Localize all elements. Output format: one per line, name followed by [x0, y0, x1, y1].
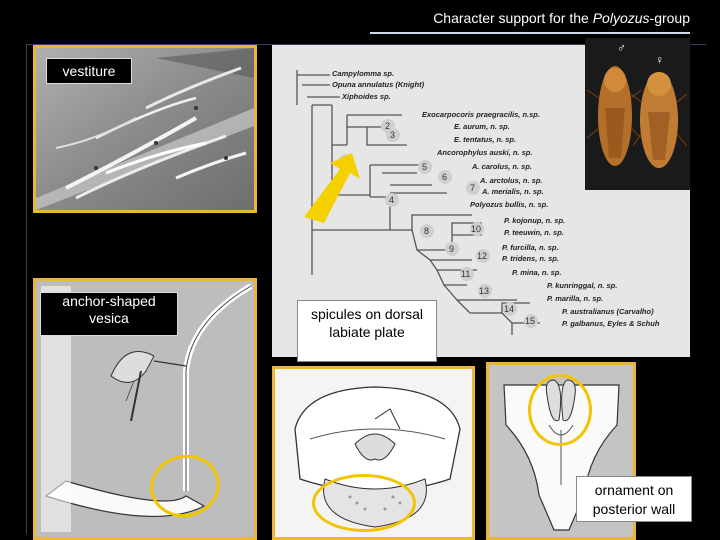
taxon-label: E. tentatus, n. sp. — [454, 135, 516, 144]
title-suffix: -group — [649, 10, 690, 26]
vestiture-panel — [33, 45, 257, 213]
taxon-label: Polyozus bullis, n. sp. — [470, 200, 548, 209]
taxon-label: P. tridens, n. sp. — [502, 254, 559, 263]
node-number: 9 — [449, 244, 454, 254]
node-number: 5 — [422, 162, 427, 172]
vestiture-sem-image — [36, 48, 254, 210]
taxon-label: P. furcilla, n. sp. — [502, 243, 559, 252]
taxon-label: A. arctolus, n. sp. — [479, 176, 543, 185]
title-underline — [370, 32, 690, 34]
taxon-label: P. teeuwin, n. sp. — [504, 228, 564, 237]
frame-line-horizontal — [26, 44, 706, 45]
node-number: 3 — [390, 130, 395, 140]
taxon-label: Exocarpocoris praegracilis, n.sp. — [422, 110, 540, 119]
taxon-label: Campylomma sp. — [332, 69, 394, 78]
taxon-label: P. kojonup, n. sp. — [504, 216, 565, 225]
vesica-label: anchor-shaped vesica — [40, 292, 178, 336]
ornament-label: ornament on posterior wall — [576, 476, 692, 522]
male-symbol: ♂ — [617, 41, 626, 55]
vestiture-label: vestiture — [46, 58, 132, 84]
mirid-bugs-image: ♂ ♀ — [585, 38, 690, 190]
slide-title: Character support for the Polyozus-group — [433, 10, 690, 26]
title-genus: Polyozus — [592, 10, 650, 26]
node-number: 12 — [477, 251, 487, 261]
yellow-arrow — [304, 153, 360, 223]
taxon-label: P. mina, n. sp. — [512, 268, 561, 277]
taxon-label: P. australianus (Carvalho) — [562, 307, 654, 316]
node-number: 2 — [385, 121, 390, 131]
female-symbol: ♀ — [655, 53, 664, 67]
phylogeny-tree: Campylomma sp. Opuna annulatus (Knight) … — [296, 69, 660, 335]
node-number: 6 — [442, 172, 447, 182]
taxon-label: P. kunringgal, n. sp. — [547, 281, 617, 290]
node-number: 13 — [479, 286, 489, 296]
insect-photo: ♂ ♀ — [585, 38, 690, 190]
frame-line-vertical — [26, 44, 27, 534]
taxon-label: A. carolus, n. sp. — [471, 162, 532, 171]
taxon-label: E. aurum, n. sp. — [454, 122, 510, 131]
node-number: 11 — [461, 269, 470, 279]
node-number: 10 — [471, 224, 481, 234]
node-number: 7 — [470, 183, 475, 193]
title-prefix: Character support for the — [433, 10, 593, 26]
taxon-label: P. marilla, n. sp. — [547, 294, 603, 303]
taxon-label: Ancorophylus auski, n. sp. — [436, 148, 532, 157]
taxon-label: Xiphoides sp. — [341, 92, 391, 101]
spicules-label: spicules on dorsal labiate plate — [297, 300, 437, 362]
ornament-highlight-ellipse — [528, 374, 592, 446]
taxon-label: Opuna annulatus (Knight) — [332, 80, 425, 89]
taxon-label: P. galbanus, Eyles & Schuh — [562, 319, 660, 328]
node-number: 8 — [424, 226, 429, 236]
node-number: 15 — [525, 316, 535, 326]
spicules-highlight-ellipse — [312, 474, 416, 532]
taxon-label: A. merialis, n. sp. — [481, 187, 544, 196]
node-number: 4 — [389, 195, 394, 205]
node-number: 14 — [504, 304, 514, 314]
